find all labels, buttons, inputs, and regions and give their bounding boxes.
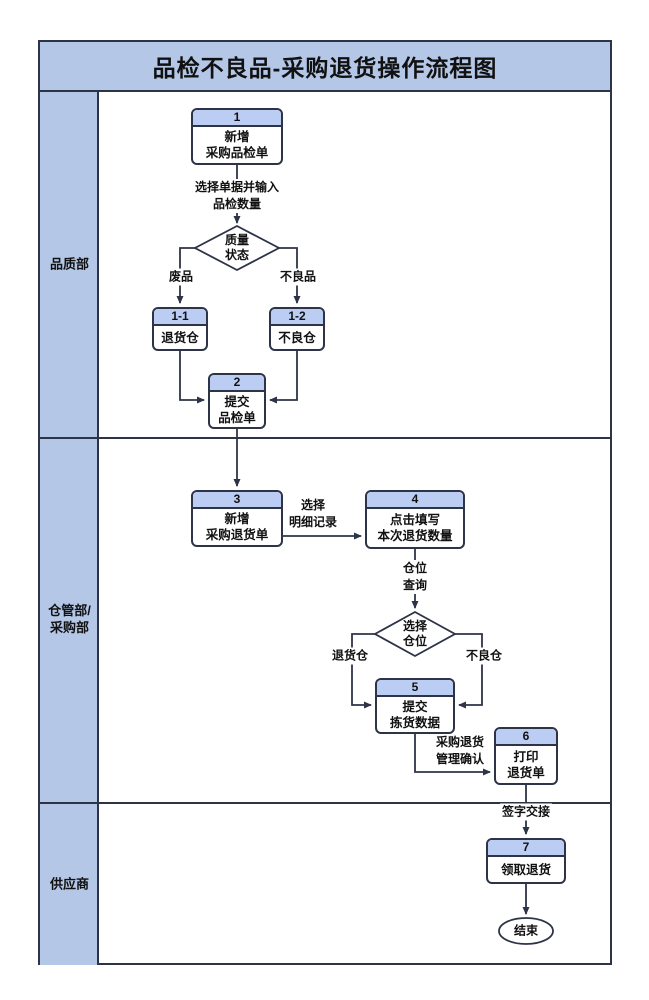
edge-label-confirm: 采购退货 管理确认 <box>433 734 487 768</box>
lane-divider-1 <box>40 437 610 439</box>
lane-label-quality: 品质部 <box>49 256 89 272</box>
edge-label-sign: 签字交接 <box>499 803 553 821</box>
lane-label-warehouse-purchase: 仓管部/ 采购部 <box>48 603 91 635</box>
node-2-number: 2 <box>210 375 264 392</box>
lane-label-column <box>40 92 99 965</box>
node-1-2-defect-bin: 1-2 不良仓 <box>269 307 325 351</box>
node-2-submit-inspection: 2 提交 品检单 <box>208 373 266 429</box>
node-3-number: 3 <box>193 492 281 509</box>
node-6-label: 打印 退货单 <box>507 749 545 780</box>
edge-label-defect: 不良品 <box>277 268 319 286</box>
node-1-number: 1 <box>193 110 281 127</box>
node-7-receive-return: 7 领取退货 <box>486 838 566 884</box>
edge-label-return-bin: 退货仓 <box>329 647 371 665</box>
node-5-submit-picking: 5 提交 拣货数据 <box>375 678 455 734</box>
edge-label-bin-query: 仓位 查询 <box>400 560 430 594</box>
node-3-label: 新增 采购退货单 <box>205 512 269 542</box>
node-5-label: 提交 拣货数据 <box>389 699 440 730</box>
node-1-2-number: 1-2 <box>271 309 323 326</box>
end-terminator-label: 结束 <box>513 923 539 938</box>
edge-label-defect-bin: 不良仓 <box>463 647 505 665</box>
node-4-number: 4 <box>367 492 463 509</box>
decision-select-bin-label: 选择 仓位 <box>402 619 428 648</box>
lane-divider-2 <box>40 802 610 804</box>
node-6-print-return: 6 打印 退货单 <box>494 727 558 785</box>
node-1-1-number: 1-1 <box>154 309 206 326</box>
lane-label-supplier: 供应商 <box>49 876 89 892</box>
node-7-label: 领取退货 <box>500 862 551 877</box>
page-title: 品检不良品-采购退货操作流程图 <box>40 42 610 92</box>
node-1-2-label: 不良仓 <box>278 330 316 345</box>
chart-frame: 品检不良品-采购退货操作流程图 品质部 仓管部/ 采购部 供应商 <box>38 40 612 965</box>
node-1-1-return-bin: 1-1 退货仓 <box>152 307 208 351</box>
node-1-1-label: 退货仓 <box>161 330 199 345</box>
edge-label-scrap: 废品 <box>166 268 196 286</box>
node-1-label: 新增 采购品检单 <box>205 130 269 160</box>
node-4-label: 点击填写 本次退货数量 <box>377 513 453 543</box>
node-5-number: 5 <box>377 680 453 697</box>
node-3-add-return-order: 3 新增 采购退货单 <box>191 490 283 547</box>
edge-label-input-qty: 选择单据并输入 品检数量 <box>192 179 282 213</box>
decision-quality-status-label: 质量 状态 <box>224 233 250 262</box>
edge-label-select-detail: 选择 明细记录 <box>286 497 340 531</box>
node-6-number: 6 <box>496 729 556 746</box>
node-4-fill-return-qty: 4 点击填写 本次退货数量 <box>365 490 465 549</box>
node-1-add-inspection: 1 新增 采购品检单 <box>191 108 283 165</box>
node-7-number: 7 <box>488 840 564 857</box>
node-2-label: 提交 品检单 <box>218 394 256 425</box>
